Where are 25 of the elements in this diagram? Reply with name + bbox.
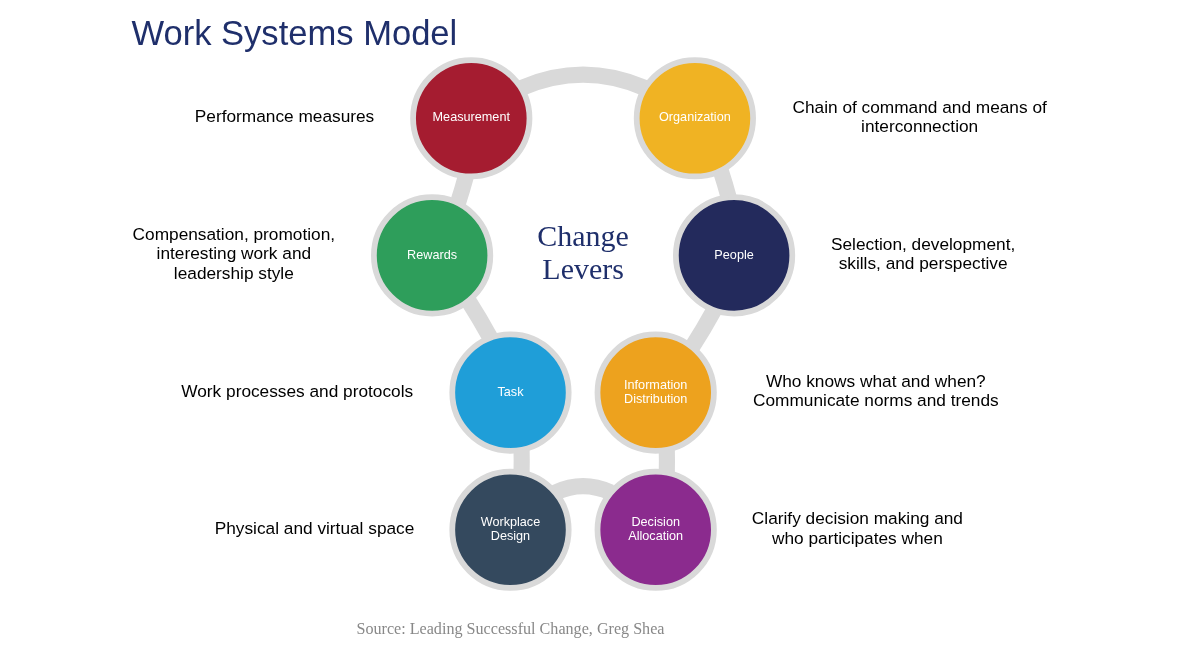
node-label: Who knows what and when? Communicate norms and trends xyxy=(752,370,999,411)
connector xyxy=(684,306,721,352)
node-circle: Task xyxy=(448,331,572,454)
node-circle: Rewards xyxy=(370,194,493,317)
node-label: Physical and virtual space xyxy=(214,517,414,538)
label: Change Levers xyxy=(536,218,629,286)
caption: Source: Leading Successful Change, Greg Shea xyxy=(355,619,665,637)
diagram-title: Work Systems Model xyxy=(130,14,457,53)
connector xyxy=(513,449,530,473)
connector xyxy=(517,66,648,96)
node-label: Compensation, promotion, interesting work and leadership style xyxy=(132,223,335,284)
node-circle: Decision Allocation xyxy=(594,468,717,591)
connector xyxy=(461,296,497,342)
node-circle: Workplace Design xyxy=(448,468,572,591)
node-circle: People xyxy=(672,194,795,317)
node-circle: Information Distribution xyxy=(594,331,717,454)
node-label: Chain of command and means of interconnection xyxy=(791,96,1047,137)
node-circle: Organization xyxy=(633,57,756,180)
connector xyxy=(658,449,675,473)
node-label: Selection, development, skills, and perspective xyxy=(830,233,1015,274)
node-label: Work processes and protocols xyxy=(180,380,413,401)
node-label: Clarify decision making and who participates when xyxy=(751,507,963,548)
node-circle: Measurement xyxy=(409,57,532,180)
connector xyxy=(551,478,614,500)
node-label: Performance measures xyxy=(194,106,374,127)
